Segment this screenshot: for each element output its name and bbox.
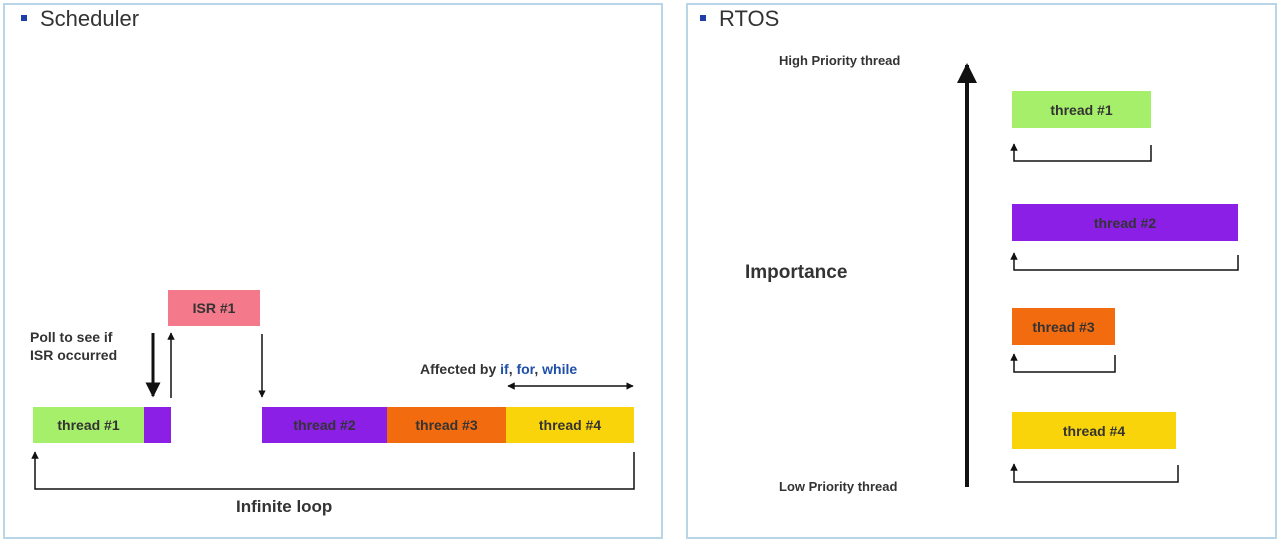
rtos-thread-4-label: thread #4 [1062, 422, 1126, 439]
rtos-thread-3-label: thread #3 [1032, 318, 1095, 335]
comma-2: , [534, 361, 539, 377]
keyword-if: if [500, 361, 509, 377]
rtos-thread-2-label: thread #2 [1093, 214, 1157, 231]
keyword-while: while [542, 361, 578, 377]
rtos-thread-3-loop [1010, 353, 1116, 373]
rtos-thread-1-label: thread #1 [1050, 101, 1113, 118]
scheduler-bullet-icon [21, 15, 27, 21]
scheduler-thread-1: thread #1 [33, 407, 144, 443]
rtos-thread-3: thread #3 [1012, 308, 1115, 345]
rtos-bullet-icon [700, 15, 706, 21]
low-priority-label: Low Priority thread [779, 479, 898, 494]
isr-box: ISR #1 [168, 290, 260, 326]
poll-label: Poll to see if ISR occurred [30, 328, 117, 364]
comma-1: , [508, 361, 513, 377]
scheduler-thread-1-label: thread #1 [57, 417, 120, 433]
rtos-panel [686, 3, 1277, 539]
rtos-thread-2-loop [1010, 252, 1239, 271]
scheduler-title: Scheduler [40, 6, 140, 31]
infinite-loop-label: Infinite loop [236, 497, 333, 516]
scheduler-panel [3, 3, 663, 539]
scheduler-thread-4-label: thread #4 [538, 417, 602, 433]
keyword-for: for [516, 361, 535, 377]
affected-prefix: Affected by [420, 361, 497, 377]
importance-label: Importance [745, 262, 848, 283]
scheduler-thread-2: thread #2 [262, 407, 387, 443]
rtos-thread-2: thread #2 [1012, 204, 1238, 241]
poll-label-line1: Poll to see if [30, 329, 113, 345]
isr-label: ISR #1 [192, 300, 236, 316]
rtos-thread-1-loop [1010, 143, 1152, 162]
scheduler-isr-check-block [144, 407, 171, 443]
scheduler-thread-3: thread #3 [387, 407, 506, 443]
rtos-thread-1: thread #1 [1012, 91, 1151, 128]
rtos-thread-4: thread #4 [1012, 412, 1176, 449]
scheduler-thread-4: thread #4 [506, 407, 634, 443]
scheduler-thread-3-label: thread #3 [415, 417, 478, 433]
scheduler-thread-2-label: thread #2 [293, 417, 356, 433]
high-priority-label: High Priority thread [779, 53, 901, 68]
infinite-loop-arrow [31, 451, 635, 490]
affected-label: Affected by if, for, while [420, 361, 577, 377]
rtos-thread-4-loop [1010, 463, 1179, 483]
poll-label-line2: ISR occurred [30, 347, 118, 363]
rtos-title: RTOS [719, 6, 780, 31]
